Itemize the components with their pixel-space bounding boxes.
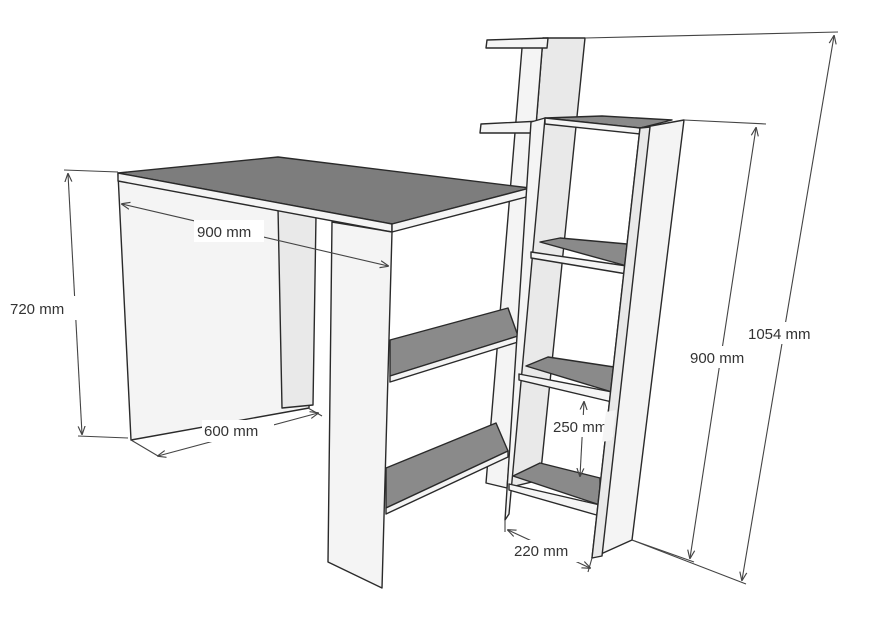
label-desk-width: 900 mm bbox=[197, 224, 251, 241]
front-bookcase bbox=[504, 115, 685, 559]
dim-line-shelf-spacing bbox=[580, 402, 584, 476]
label-desk-height: 720 mm bbox=[10, 301, 64, 318]
label-shelf-spacing: 250 mm bbox=[553, 419, 607, 436]
dim-line-bookcase-total-height bbox=[742, 36, 834, 580]
desk-inner-leg bbox=[277, 207, 317, 409]
front-bookcase-left-stile bbox=[504, 117, 546, 521]
desk-right-leg-panel bbox=[327, 221, 393, 589]
label-bookcase-total-height: 1054 mm bbox=[748, 326, 811, 343]
label-shelf-depth: 220 mm bbox=[514, 543, 568, 560]
rear-bookcase-top-shelf bbox=[485, 37, 549, 49]
label-bookcase-front-height: 900 mm bbox=[690, 350, 744, 367]
desk bbox=[117, 156, 531, 589]
label-desk-depth: 600 mm bbox=[204, 423, 258, 440]
desk-shelf-lower-edge bbox=[385, 450, 509, 515]
dimension-labels: 720 mm 900 mm 600 mm 250 mm 220 mm 900 m… bbox=[6, 220, 826, 562]
